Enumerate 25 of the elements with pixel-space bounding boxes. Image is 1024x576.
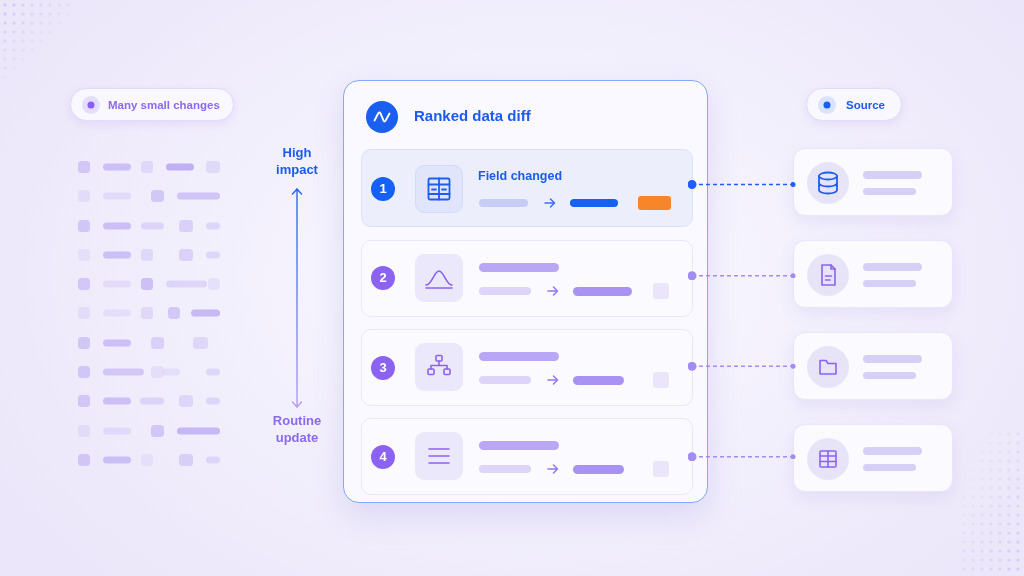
list-row [361, 240, 693, 317]
rank-badge: 3 [371, 356, 395, 380]
dashed-connector [687, 271, 796, 281]
rank-badge: 4 [371, 445, 395, 469]
source-card [793, 332, 953, 400]
panel-card [343, 80, 708, 503]
list-row [361, 149, 693, 227]
source-card [793, 424, 953, 492]
pill-label: Source [846, 97, 885, 112]
list-row [361, 329, 693, 406]
rank-badge: 1 [371, 177, 395, 201]
source-card [793, 148, 953, 216]
dashed-connector [687, 180, 796, 189]
scale-label: Routine update [271, 412, 323, 446]
dashed-connector [687, 361, 796, 371]
source-card [793, 240, 953, 308]
label-pill [806, 88, 902, 121]
dashed-connector [687, 452, 796, 462]
label-pill [70, 88, 234, 121]
card-title: Ranked data diff [414, 107, 531, 125]
list-row [361, 418, 693, 495]
scale-label: High impact [275, 144, 319, 178]
rank-badge: 2 [371, 266, 395, 290]
pill-label: Many small changes [108, 97, 220, 112]
row-title: Field changed [478, 169, 563, 184]
